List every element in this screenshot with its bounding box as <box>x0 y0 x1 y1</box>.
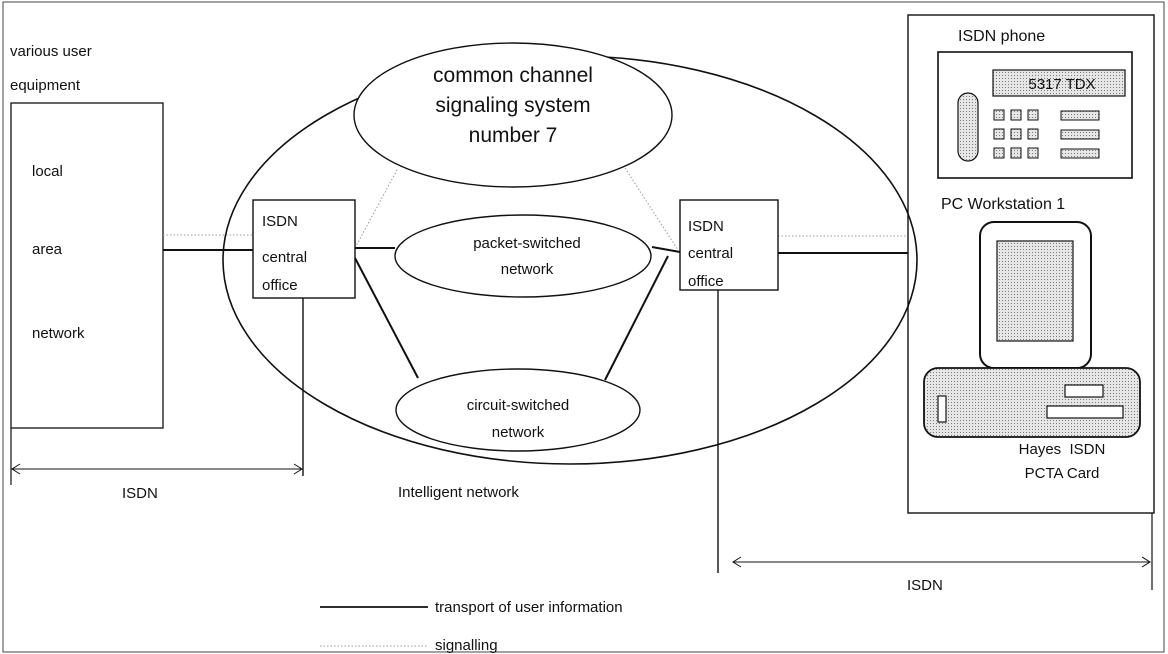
pc-drive-slot <box>937 395 947 423</box>
phone-keypad <box>993 109 1039 159</box>
lan-text-area: area <box>32 241 63 258</box>
isdn-span-left-arrow-end <box>293 463 303 475</box>
isdn-span-left-label: ISDN <box>122 485 158 502</box>
pc-workstation-label: PC Workstation 1 <box>941 196 1065 213</box>
pc-base <box>923 367 1141 438</box>
signal-line-co-ss7-right <box>624 167 679 251</box>
pcta-card-label-line2: PCTA Card <box>1025 465 1100 482</box>
phone-function-keys <box>1060 110 1100 159</box>
isdn-phone-label: ISDN phone <box>958 28 1045 45</box>
pc-card-slot-1 <box>1064 384 1104 398</box>
packet-switched-line2: network <box>501 261 554 278</box>
lan-text-local: local <box>32 163 63 180</box>
isdn-span-right: ISDN <box>732 513 1153 594</box>
ss7-label-line3: number 7 <box>469 124 558 147</box>
user-equipment-panel: various user equipment local area networ… <box>10 43 164 429</box>
ss7-node: common channel signaling system number 7 <box>353 42 673 188</box>
isdn-phone-icon: 5317 TDX <box>937 51 1133 179</box>
intelligent-network-label: Intelligent network <box>398 484 519 501</box>
phone-display <box>992 69 1126 97</box>
lan-box <box>10 102 164 429</box>
workstation-panel: ISDN phone 5317 TDX PC Workstation 1 <box>907 14 1155 514</box>
phone-display-text: 5317 TDX <box>1028 76 1095 93</box>
isdn-span-left: ISDN <box>10 428 303 502</box>
ss7-label-line1: common channel <box>433 64 593 87</box>
link-packet-co-right <box>651 246 681 253</box>
central-office-left-box <box>252 199 356 299</box>
ss7-ellipse <box>353 42 673 188</box>
pc-screen <box>996 240 1074 342</box>
signal-line-co-ss7-left <box>354 167 399 249</box>
central-office-left-line3: office <box>262 277 298 294</box>
user-equipment-heading-line2: equipment <box>10 77 81 94</box>
pc-workstation-icon <box>923 221 1141 438</box>
transport-lines <box>163 246 908 573</box>
circuit-switched-node: circuit-switched network <box>395 368 641 452</box>
workstation-box <box>907 14 1155 514</box>
central-office-right-line1: ISDN <box>688 218 724 235</box>
circuit-switched-line2: network <box>492 424 545 441</box>
central-office-right-line3: office <box>688 273 724 290</box>
packet-switched-line1: packet-switched <box>473 235 581 252</box>
legend-solid-label: transport of user information <box>435 599 623 616</box>
isdn-span-right-label: ISDN <box>907 577 943 594</box>
legend: transport of user information signalling <box>320 599 623 654</box>
link-circuit-co-right <box>604 255 669 381</box>
user-equipment-heading-line1: various user <box>10 43 92 60</box>
isdn-span-left-arrow-start <box>11 463 21 475</box>
central-office-left-line1: ISDN <box>262 213 298 230</box>
packet-switched-node: packet-switched network <box>394 214 652 298</box>
link-co-left-circuit <box>354 257 419 379</box>
legend-dotted-label: signalling <box>435 637 498 654</box>
central-office-left-line2: central <box>262 249 307 266</box>
central-office-left: ISDN central office <box>252 199 356 299</box>
pc-card-slot-2 <box>1046 405 1124 419</box>
pcta-card-label-line1: Hayes ISDN <box>1019 441 1106 458</box>
signalling-lines <box>163 167 908 251</box>
packet-switched-ellipse <box>394 214 652 298</box>
central-office-right-box <box>679 199 779 291</box>
ss7-label-line2: signaling system <box>435 94 590 117</box>
circuit-switched-ellipse <box>395 368 641 452</box>
central-office-right: ISDN central office <box>679 199 779 291</box>
circuit-switched-line1: circuit-switched <box>467 397 570 414</box>
central-office-right-line2: central <box>688 245 733 262</box>
lan-text-network: network <box>32 325 85 342</box>
isdn-span-right-arrow-start <box>732 556 742 568</box>
phone-handset <box>957 92 979 162</box>
isdn-span-right-arrow-end <box>1141 556 1151 568</box>
